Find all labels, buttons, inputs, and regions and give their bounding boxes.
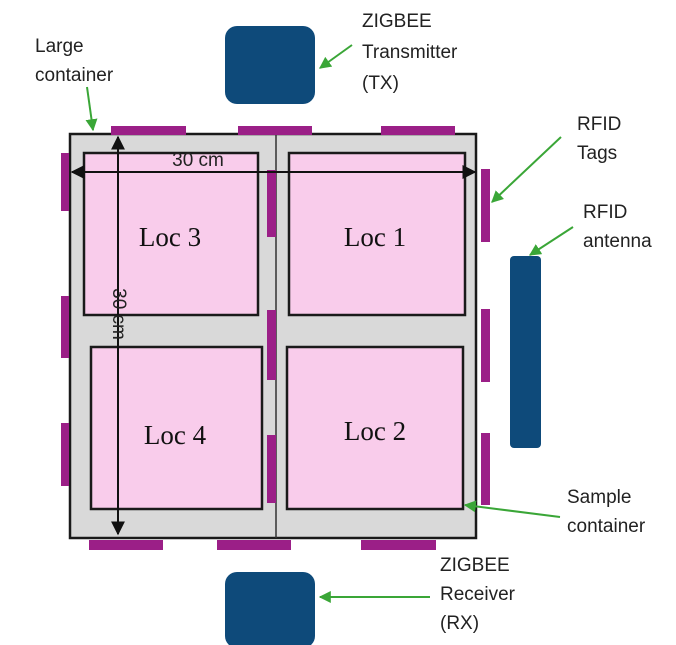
rfid-tag xyxy=(267,435,276,503)
rfid-tag xyxy=(481,169,490,242)
transmitter-label: ZIGBEE Transmitter (TX) xyxy=(362,11,463,94)
sample-container-callout-arrow xyxy=(463,500,561,518)
rfid-tag xyxy=(238,126,312,135)
transmitter-label-line-3: (TX) xyxy=(362,73,399,94)
rfid-tag xyxy=(481,433,490,505)
location-4-label: Loc 4 xyxy=(144,420,207,450)
sample-container-label-line-1: Sample xyxy=(567,487,631,508)
rfid-antenna-label-line-2: antenna xyxy=(583,231,652,252)
rfid-tags-label: RFID Tags xyxy=(577,114,627,164)
location-1-label: Loc 1 xyxy=(344,222,406,252)
rfid-tag xyxy=(61,423,69,486)
rfid-tag xyxy=(217,540,291,550)
rfid-antenna xyxy=(510,256,541,448)
large-container-callout-arrow xyxy=(85,86,98,132)
rfid-tag xyxy=(381,126,455,135)
zigbee-receiver xyxy=(225,572,315,645)
rfid-tag xyxy=(61,153,69,211)
rfid-antenna-label: RFID antenna xyxy=(583,202,652,252)
rfid-tag xyxy=(361,540,436,550)
receiver-label-line-1: ZIGBEE xyxy=(440,555,510,576)
rfid-antenna-callout-arrow xyxy=(528,226,574,256)
large-container-label: Large container xyxy=(35,36,114,86)
rfid-tags-callout-arrow xyxy=(491,136,562,203)
rfid-tag xyxy=(481,309,490,382)
rfid-tag xyxy=(61,296,69,358)
rfid-tag xyxy=(111,126,186,135)
rfid-tags-label-line-2: Tags xyxy=(577,143,617,164)
rfid-tags-label-line-1: RFID xyxy=(577,114,621,135)
location-2-box xyxy=(285,345,465,511)
location-3-label: Loc 3 xyxy=(139,222,201,252)
location-2-label: Loc 2 xyxy=(344,416,406,446)
transmitter-callout-arrow xyxy=(319,44,353,69)
rfid-tag xyxy=(267,310,276,380)
width-dimension-label: 30 cm xyxy=(172,150,224,171)
location-1-box xyxy=(287,151,467,317)
height-dimension-label: 30 cm xyxy=(108,288,129,340)
sample-container-label-line-2: container xyxy=(567,516,646,537)
sample-container-label: Sample container xyxy=(567,487,646,537)
transmitter-label-line-2: Transmitter xyxy=(362,42,458,63)
rfid-tag xyxy=(267,170,276,237)
receiver-label: ZIGBEE Receiver (RX) xyxy=(440,555,520,634)
zigbee-transmitter xyxy=(225,26,315,104)
receiver-label-line-2: Receiver xyxy=(440,584,516,605)
large-container-label-line-2: container xyxy=(35,65,114,86)
receiver-label-line-3: (RX) xyxy=(440,613,479,634)
large-container-label-line-1: Large xyxy=(35,36,84,57)
transmitter-label-line-1: ZIGBEE xyxy=(362,11,432,32)
rfid-tags xyxy=(61,126,490,550)
rfid-tag xyxy=(89,540,163,550)
rfid-antenna-label-line-1: RFID xyxy=(583,202,627,223)
